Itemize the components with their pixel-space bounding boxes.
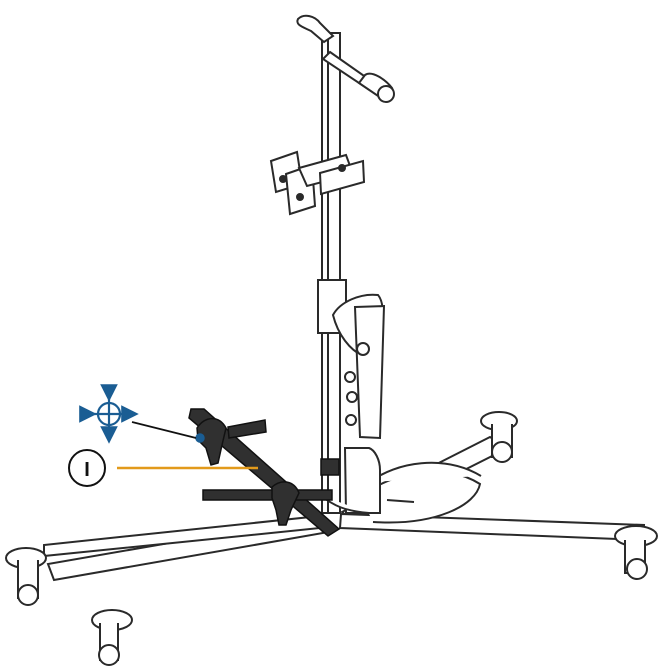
icon-leader-line — [131, 421, 197, 439]
upper-bracket — [269, 150, 366, 216]
mid-hinge — [331, 293, 386, 440]
central-mast — [317, 32, 381, 514]
base-frame — [43, 435, 646, 582]
caster-rear-right — [480, 411, 658, 580]
handle-assembly — [296, 14, 395, 103]
callout-label: I — [84, 459, 90, 481]
callout-circle: I — [68, 449, 106, 487]
caster-front-left — [5, 547, 133, 666]
adjustable-arm-assembly — [188, 408, 341, 537]
move-arrows-icon — [79, 384, 139, 444]
